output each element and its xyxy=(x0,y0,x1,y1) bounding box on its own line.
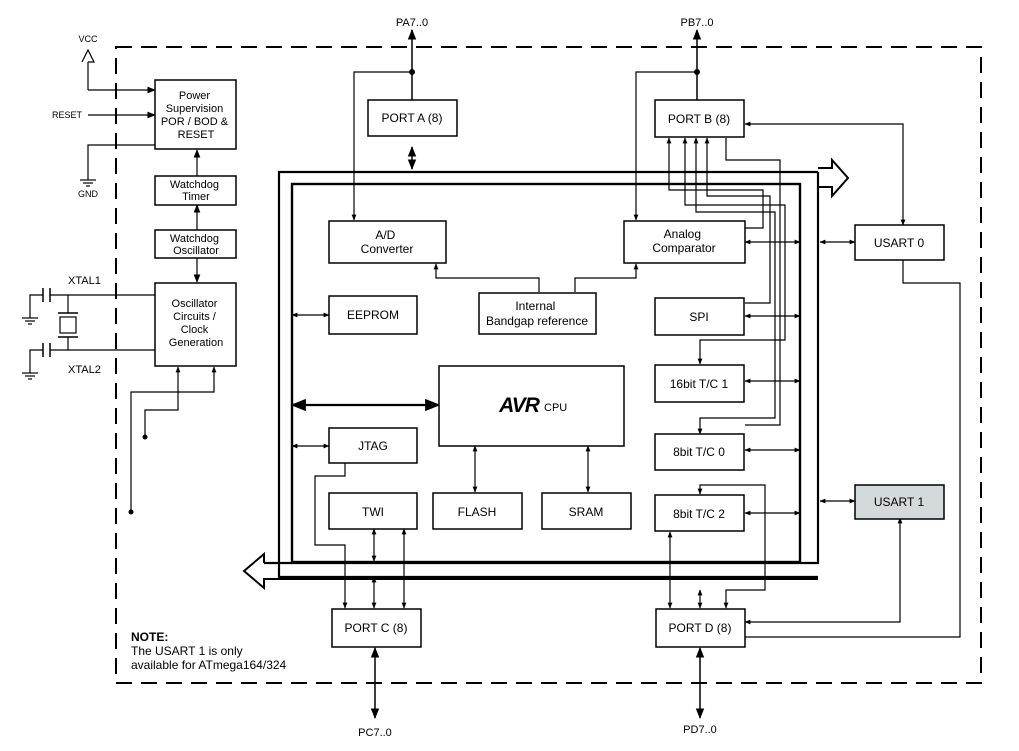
eeprom-block xyxy=(328,295,418,335)
blocks xyxy=(154,79,945,648)
usart1-block xyxy=(854,484,945,520)
tc2-label: 8bit T/C 2 xyxy=(673,507,725,521)
note: NOTE: The USART 1 is only available for … xyxy=(131,630,287,672)
watchdog-oscillator-block xyxy=(154,229,237,259)
usart0-block xyxy=(854,224,945,261)
port-pins xyxy=(351,28,705,720)
port-b-label: PORT B (8) xyxy=(668,112,730,126)
usart1-label: USART 1 xyxy=(874,495,925,509)
sram-label: SRAM xyxy=(569,505,604,519)
chip-boundary xyxy=(115,46,982,684)
port-d-block xyxy=(655,608,746,648)
pin-pd-label: PD7..0 xyxy=(683,724,717,736)
data-bus xyxy=(242,157,850,591)
tc0-block xyxy=(654,433,745,471)
port-b-block xyxy=(654,99,745,138)
jtag-label: JTAG xyxy=(358,439,388,453)
spi-label: SPI xyxy=(689,310,708,324)
oscillator-label: Oscillator Circuits / Clock Generation xyxy=(169,298,223,349)
gnd-label: GND xyxy=(78,189,99,199)
note-title: NOTE: xyxy=(131,630,168,644)
tc1-label: 16bit T/C 1 xyxy=(670,377,729,391)
cpu-block xyxy=(438,365,625,447)
port-d-label: PORT D (8) xyxy=(669,621,732,635)
vcc-label: VCC xyxy=(78,34,98,44)
watchdog-timer-label: Watchdog Timer xyxy=(170,179,222,203)
pin-pc-label: PC7..0 xyxy=(358,727,392,739)
power-supervision-label: Power Supervision POR / BOD & RESET xyxy=(161,90,231,141)
twi-block xyxy=(328,492,418,530)
cpu-label: CPU xyxy=(544,402,567,414)
pin-pa-label: PA7..0 xyxy=(396,17,428,29)
tc2-block xyxy=(654,494,745,532)
spi-block xyxy=(654,297,745,336)
tc1-block xyxy=(654,364,745,403)
internal-wiring xyxy=(290,121,961,638)
watchdog-timer-block xyxy=(154,175,237,206)
flash-block xyxy=(432,492,523,530)
analog-comparator-label: Analog Comparator xyxy=(652,227,715,255)
eeprom-label: EEPROM xyxy=(347,308,399,322)
power-supervision-block xyxy=(154,79,237,150)
block-labels: Power Supervision POR / BOD & RESET Watc… xyxy=(161,90,925,635)
twi-label: TWI xyxy=(362,505,384,519)
oscillator-block xyxy=(154,282,237,367)
tc0-label: 8bit T/C 0 xyxy=(673,445,725,459)
reset-label: RESET xyxy=(52,110,83,120)
jtag-block xyxy=(328,427,418,464)
cpu-logo: AVR xyxy=(498,394,541,417)
pin-pb-label: PB7..0 xyxy=(680,17,713,29)
note-text: The USART 1 is only available for ATmega… xyxy=(131,644,287,672)
port-a-block xyxy=(367,99,458,137)
sram-block xyxy=(541,492,632,530)
internal-bandgap-block xyxy=(478,292,597,335)
adc-block xyxy=(328,220,447,264)
watchdog-oscillator-label: Watchdog Oscillator xyxy=(170,233,222,257)
flash-label: FLASH xyxy=(458,505,497,519)
analog-comparator-block xyxy=(623,220,746,264)
xtal1-label: XTAL1 xyxy=(68,275,101,287)
port-c-label: PORT C (8) xyxy=(345,621,408,635)
internal-bandgap-label: Internal Bandgap reference xyxy=(486,299,588,328)
power-clock-section xyxy=(22,48,217,515)
adc-label: A/D Converter xyxy=(361,228,414,256)
pin-labels: PA7..0 PB7..0 PC7..0 PD7..0 VCC RESET GN… xyxy=(52,17,717,739)
xtal2-label: XTAL2 xyxy=(68,364,101,376)
port-c-block xyxy=(331,608,422,648)
usart0-label: USART 0 xyxy=(874,236,925,250)
port-a-label: PORT A (8) xyxy=(382,111,443,125)
